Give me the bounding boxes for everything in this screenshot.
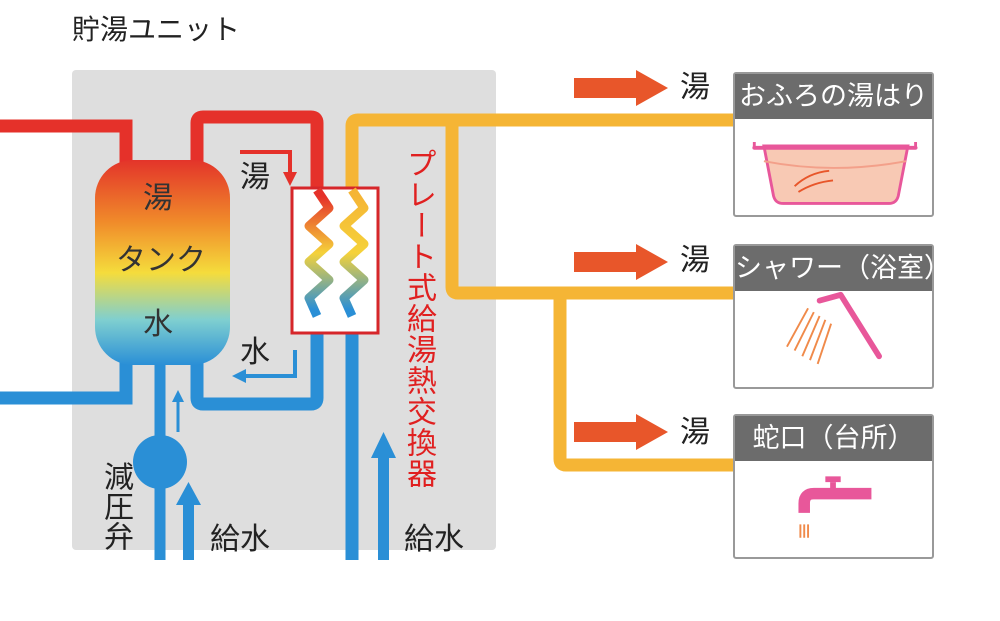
- shower-card: シャワー（浴室）: [733, 244, 951, 389]
- unit-title: 貯湯ユニット: [72, 13, 241, 46]
- exchanger-hot-label: 湯: [240, 160, 270, 195]
- heat-exchanger-coil-right: [339, 187, 369, 318]
- hot-inlet-pipe: [0, 119, 133, 170]
- hot-supply-branch-shower: [445, 120, 735, 300]
- supply-arrow-right-head: [371, 432, 396, 458]
- output-arrow-bath: [574, 70, 668, 106]
- hot-supply-trunk: [345, 113, 735, 200]
- cold-return-pipe: [190, 315, 324, 411]
- supply-right-label: 給水: [404, 522, 464, 557]
- tank: [95, 160, 230, 365]
- bath-fill-card: おふろの湯はり: [733, 72, 934, 217]
- cold-flow-arrow-icon: [244, 350, 297, 378]
- output-label-shower: 湯: [680, 243, 710, 278]
- shower-card-title: シャワー（浴室）: [735, 246, 951, 291]
- exchanger-cold-label: 水: [240, 335, 270, 370]
- bath-card-title: おふろの湯はり: [735, 74, 932, 119]
- hot-flow-arrowhead-icon: [283, 172, 297, 186]
- cold-flow-arrowhead-icon: [232, 369, 246, 383]
- shower-icon: [735, 291, 932, 387]
- pressure-reducing-valve: [133, 435, 187, 489]
- faucet-icon: [735, 461, 932, 557]
- faucet-card: 蛇口（台所）: [733, 414, 934, 559]
- heat-exchanger-label: プレート式給湯熱交換器: [401, 148, 436, 489]
- cold-outlet-pipe: [0, 360, 133, 405]
- output-label-bath: 湯: [680, 70, 710, 105]
- tank-cold-label: 水: [143, 307, 173, 342]
- tank-hot-label: 湯: [143, 181, 173, 216]
- pressure-valve-label: 減圧弁: [98, 461, 133, 551]
- output-arrow-faucet: [574, 414, 668, 450]
- tank-label: タンク: [116, 243, 206, 278]
- output-arrow-shower: [574, 244, 668, 280]
- supply-arrow-left-head: [176, 482, 201, 505]
- bathtub-icon: [735, 119, 932, 215]
- hot-flow-arrow-icon: [240, 150, 292, 176]
- faucet-card-title: 蛇口（台所）: [735, 416, 932, 461]
- hot-supply-branch-faucet: [553, 293, 735, 472]
- hot-pipe-to-exchanger: [190, 110, 324, 200]
- heat-exchanger-coil-left: [304, 187, 334, 318]
- supply-arrow-right-shaft: [378, 455, 389, 560]
- output-label-faucet: 湯: [680, 415, 710, 450]
- supply-arrow-left-shaft: [183, 500, 194, 560]
- supply-left-label: 給水: [210, 522, 270, 557]
- valve-flow-arrowhead-icon: [172, 390, 184, 402]
